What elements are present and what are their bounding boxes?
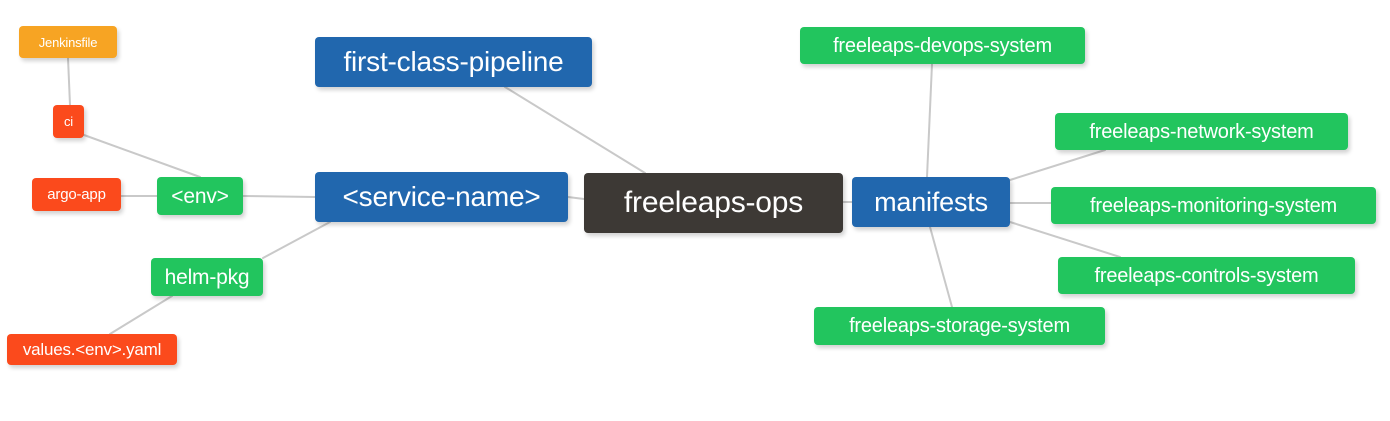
node-manifests[interactable]: manifests xyxy=(852,177,1010,227)
edge-manifests-to-freeleaps-devops-system xyxy=(926,63,933,178)
edge-env-to-service-name xyxy=(242,195,316,198)
edge-manifests-to-freeleaps-network-system xyxy=(1009,149,1106,181)
node-label-freeleaps-monitoring-system: freeleaps-monitoring-system xyxy=(1090,194,1337,217)
edge-jenkinsfile-to-ci xyxy=(67,57,71,106)
edge-service-name-to-helm-pkg xyxy=(262,221,331,259)
node-label-ci: ci xyxy=(64,114,73,129)
node-helm-pkg[interactable]: helm-pkg xyxy=(151,258,263,296)
node-label-jenkinsfile: Jenkinsfile xyxy=(38,34,98,50)
node-label-freeleaps-ops: freeleaps-ops xyxy=(623,186,804,219)
node-values-yaml[interactable]: values.<env>.yaml xyxy=(7,334,177,365)
node-label-freeleaps-network-system: freeleaps-network-system xyxy=(1089,120,1314,143)
edge-helm-pkg-to-values-yaml xyxy=(109,295,173,335)
node-first-class-pipeline[interactable]: first-class-pipeline xyxy=(315,37,592,87)
node-freeleaps-controls-system[interactable]: freeleaps-controls-system xyxy=(1058,257,1355,294)
node-label-freeleaps-storage-system: freeleaps-storage-system xyxy=(849,315,1070,337)
edge-manifests-to-freeleaps-storage-system xyxy=(929,226,953,308)
node-label-service-name: <service-name> xyxy=(342,181,541,212)
node-label-first-class-pipeline: first-class-pipeline xyxy=(343,46,564,77)
node-label-freeleaps-controls-system: freeleaps-controls-system xyxy=(1094,264,1319,287)
edge-ci-to-env xyxy=(83,134,201,178)
node-ci[interactable]: ci xyxy=(53,105,84,138)
edge-service-name-to-freeleaps-ops xyxy=(567,196,585,200)
node-label-values-yaml: values.<env>.yaml xyxy=(22,340,162,359)
node-jenkinsfile[interactable]: Jenkinsfile xyxy=(19,26,117,58)
node-label-freeleaps-devops-system: freeleaps-devops-system xyxy=(833,34,1052,57)
node-label-helm-pkg: helm-pkg xyxy=(164,265,250,289)
node-argo-app[interactable]: argo-app xyxy=(32,178,121,211)
node-label-manifests: manifests xyxy=(874,186,988,217)
node-freeleaps-monitoring-system[interactable]: freeleaps-monitoring-system xyxy=(1051,187,1376,224)
node-env[interactable]: <env> xyxy=(157,177,243,215)
node-label-argo-app: argo-app xyxy=(47,186,106,203)
node-label-env: <env> xyxy=(171,184,229,208)
node-freeleaps-storage-system[interactable]: freeleaps-storage-system xyxy=(814,307,1105,345)
node-freeleaps-devops-system[interactable]: freeleaps-devops-system xyxy=(800,27,1085,64)
edge-manifests-to-freeleaps-controls-system xyxy=(1009,221,1121,258)
edge-first-class-pipeline-to-freeleaps-ops xyxy=(504,86,646,174)
node-freeleaps-ops[interactable]: freeleaps-ops xyxy=(584,173,843,233)
node-service-name[interactable]: <service-name> xyxy=(315,172,568,222)
node-freeleaps-network-system[interactable]: freeleaps-network-system xyxy=(1055,113,1348,150)
